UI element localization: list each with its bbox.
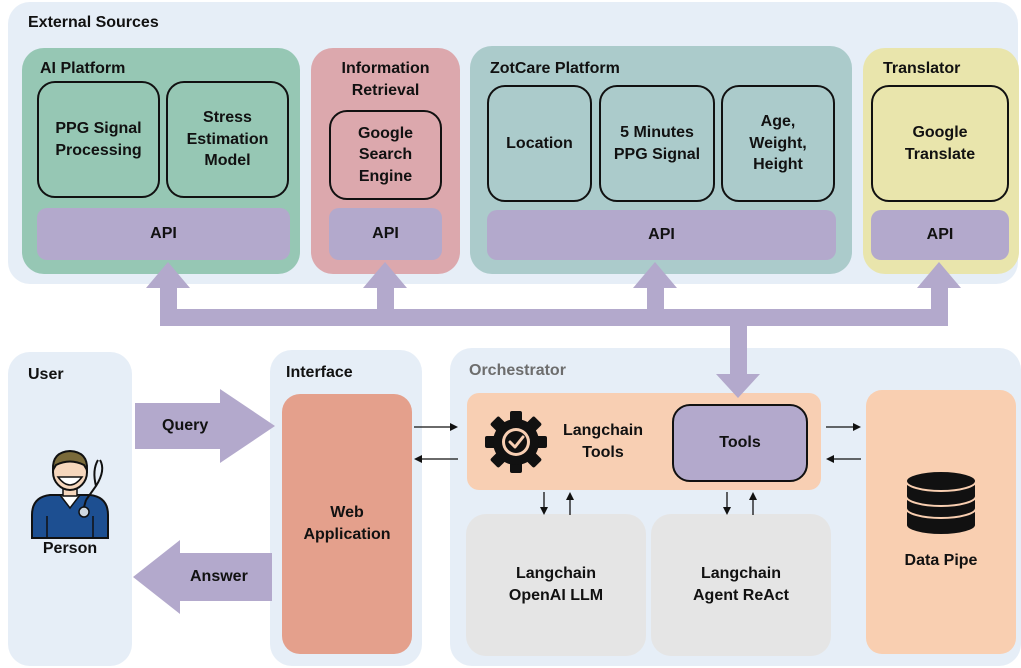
google-translate-box: Google Translate [871,85,1009,202]
thin-arrows [414,423,861,515]
location-box: Location [487,85,592,202]
person-label: Person [42,540,98,557]
query-arrow [135,389,275,463]
user-title: User [28,366,64,383]
ai-platform-title: AI Platform [40,60,126,77]
stress-estimation-model-box: Stress Estimation Model [166,81,289,198]
langchain-tools-label: Langchain Tools [562,422,643,461]
database-icon [905,470,977,536]
web-application-box: Web Application [282,394,412,654]
langchain-openai-llm-box: Langchain OpenAI LLM [466,514,646,656]
external-sources-title: External Sources [28,14,159,31]
information-retrieval-title: Information Retrieval [341,60,430,100]
doctor-person-icon [31,449,109,539]
answer-arrow [133,540,272,614]
api-bus-connector [146,262,961,398]
answer-label: Answer [190,568,248,585]
zotcare-platform-title: ZotCare Platform [490,60,620,77]
translator-title: Translator [883,60,961,77]
orchestrator-title: Orchestrator [469,362,566,379]
gear-check-icon [485,411,547,473]
interface-title: Interface [286,364,353,381]
age-weight-height-box: Age, Weight, Height [721,85,835,202]
ppg-signal-box: 5 Minutes PPG Signal [599,85,715,202]
langchain-agent-react-box: Langchain Agent ReAct [651,514,831,656]
query-label: Query [162,417,209,434]
translator-api: API [871,210,1009,260]
ppg-signal-processing-box: PPG Signal Processing [37,81,160,198]
information-retrieval-api: API [329,208,442,260]
google-search-engine-box: Google Search Engine [329,110,442,200]
ai-platform-api: API [37,208,290,260]
tools-box: Tools [672,404,808,482]
zotcare-api: API [487,210,836,260]
data-pipe-label: Data Pipe [904,552,978,569]
